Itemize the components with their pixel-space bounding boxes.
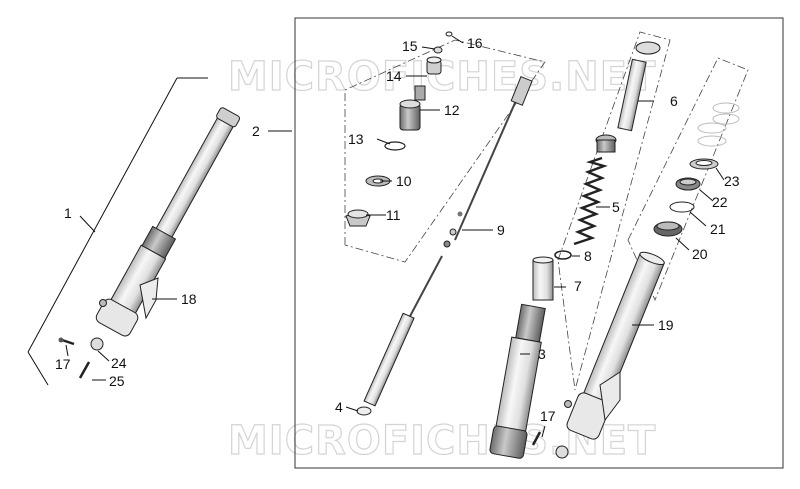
label-19: 19: [658, 317, 674, 333]
part-7-spacer: [532, 256, 554, 301]
label-6: 6: [670, 93, 678, 109]
label-9: 9: [497, 222, 505, 238]
label-17-right: 17: [540, 408, 556, 424]
label-4: 4: [335, 399, 343, 415]
label-2: 2: [252, 123, 260, 139]
bolt-25: [78, 361, 91, 379]
part-16-oring: [445, 31, 453, 37]
label-1: 1: [64, 205, 72, 221]
complete-fork-left: [27, 77, 241, 386]
ghost-bushings: [697, 102, 740, 147]
part-14-nut: [426, 56, 442, 75]
part-5-spring: [573, 156, 608, 246]
label-10: 10: [396, 173, 412, 189]
part-4-cartridge: [356, 255, 443, 416]
bolt-17-right: [531, 431, 542, 446]
label-18: 18: [181, 291, 197, 307]
label-23: 23: [724, 173, 740, 189]
label-12: 12: [444, 102, 460, 118]
label-14: 14: [386, 68, 402, 84]
part-6-spacer-tube: [595, 41, 661, 153]
part-8-ring: [554, 250, 572, 260]
part-9-damper-rod: [443, 75, 533, 248]
part-23-dust-cover: [689, 158, 719, 170]
label-13: 13: [348, 131, 364, 147]
label-17-left: 17: [55, 356, 71, 372]
assembly-frame: [294, 17, 784, 469]
part-11-bushing: [345, 209, 371, 227]
part-22-seal: [675, 177, 701, 191]
bolt-17-left: [58, 337, 75, 346]
label-21: 21: [710, 221, 726, 237]
label-8: 8: [584, 248, 592, 264]
label-20: 20: [692, 246, 708, 262]
part-15-cap: [433, 46, 443, 54]
part-21-clip: [669, 201, 695, 213]
label-24: 24: [111, 355, 127, 371]
label-22: 22: [712, 194, 728, 210]
label-3: 3: [538, 346, 546, 362]
label-7: 7: [574, 278, 582, 294]
subgroup-dashed-outline-1: [344, 39, 546, 263]
part-3-inner-tube: [489, 303, 546, 459]
part-20-seal: [653, 221, 683, 237]
subgroup-dashed-outline-2: [557, 31, 671, 391]
label-15: 15: [402, 38, 418, 54]
label-11: 11: [386, 207, 401, 223]
watermark-top: MICROFICHES.NET: [228, 54, 656, 100]
label-25: 25: [109, 373, 125, 389]
part-labels: 1 2 3 4 5 6 7 8 9 10 11 12 13 14 15 16 1…: [55, 35, 740, 424]
part-12-cap-bolt: [399, 85, 426, 131]
leader-lines: [65, 35, 725, 438]
label-16: 16: [467, 35, 483, 51]
part-13-oring: [384, 141, 406, 151]
label-5: 5: [612, 199, 620, 215]
subgroup-dashed-outline-3: [627, 57, 749, 302]
part-19-outer-tube: [555, 251, 665, 459]
